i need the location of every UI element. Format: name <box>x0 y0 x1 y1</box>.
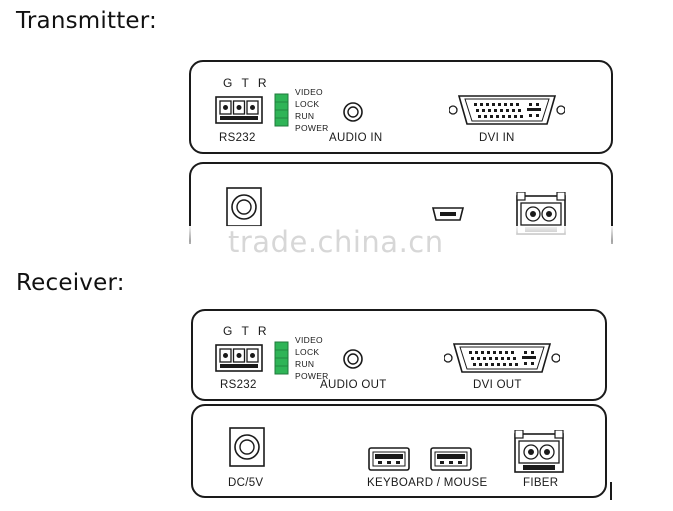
keyboard-mouse-label: KEYBOARD / MOUSE <box>367 477 488 489</box>
gtr-label: G T R <box>223 324 270 338</box>
led-indicator-icon <box>274 341 289 375</box>
dc-power-jack-icon <box>226 187 262 227</box>
rs232-label: RS232 <box>219 132 256 144</box>
watermark-band <box>170 226 630 256</box>
dvi-in-label: DVI IN <box>479 132 515 144</box>
fiber-port-icon <box>514 430 564 473</box>
led-label-lock: LOCK <box>295 99 320 109</box>
rs232-terminal-icon <box>215 96 263 124</box>
receiver-front-panel: G T R RS232 VIDEO LOCK RUN POWER AUDIO O… <box>191 309 607 401</box>
led-label-power: POWER <box>295 123 329 133</box>
usb-port-keyboard-icon <box>368 447 410 471</box>
transmitter-heading: Transmitter: <box>16 8 157 34</box>
audio-jack-icon <box>343 102 363 122</box>
audio-jack-icon <box>343 349 363 369</box>
led-label-lock: LOCK <box>295 347 320 357</box>
fiber-label: FIBER <box>523 477 559 489</box>
receiver-rear-panel: DC/5V KEYBOARD / MOUSE FIBER <box>191 404 607 498</box>
receiver-heading: Receiver: <box>16 270 125 296</box>
dvi-port-icon <box>449 95 565 125</box>
dvi-out-label: DVI OUT <box>473 379 522 391</box>
led-label-run: RUN <box>295 359 315 369</box>
gtr-label: G T R <box>223 76 270 90</box>
led-label-video: VIDEO <box>295 335 323 345</box>
led-label-power: POWER <box>295 371 329 381</box>
dc-power-jack-icon <box>229 427 265 467</box>
mini-usb-icon <box>432 207 464 221</box>
transmitter-front-panel: G T R RS232 VIDEO LOCK RUN POWER AUDIO I… <box>189 60 613 154</box>
audio-out-label: AUDIO OUT <box>320 379 387 391</box>
dvi-port-icon <box>444 343 560 373</box>
watermark-text: trade.china.cn <box>228 225 444 259</box>
cursor-bar <box>610 482 612 500</box>
led-label-run: RUN <box>295 111 315 121</box>
usb-port-mouse-icon <box>430 447 472 471</box>
rs232-label: RS232 <box>220 379 257 391</box>
rs232-terminal-icon <box>215 344 263 372</box>
dc-5v-label: DC/5V <box>228 477 264 489</box>
led-indicator-icon <box>274 93 289 127</box>
audio-in-label: AUDIO IN <box>329 132 383 144</box>
led-label-video: VIDEO <box>295 87 323 97</box>
